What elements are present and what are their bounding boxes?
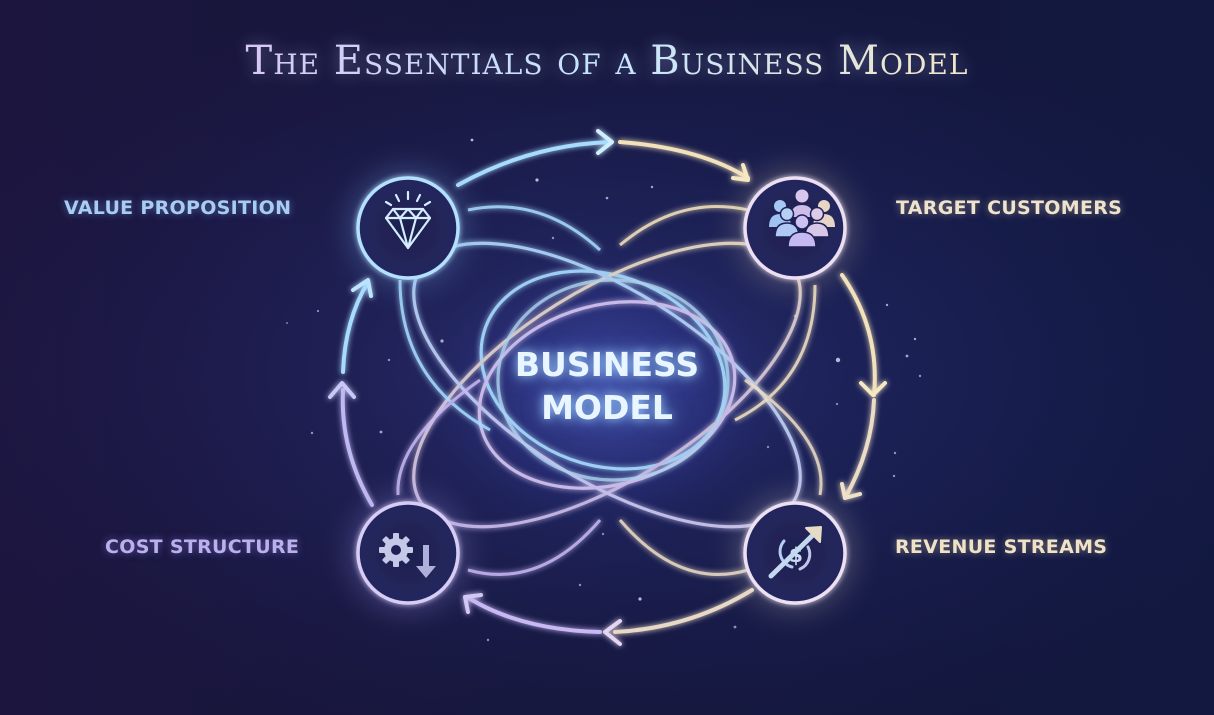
gear-down-arrow-icon [379,533,436,578]
inner-connectors [396,205,823,576]
center-title: BUSINESS MODEL [457,343,757,429]
arrow-bottom-2 [465,595,602,634]
diamond-icon [384,190,432,250]
arrow-right-1 [840,273,877,397]
arrow-left-1 [340,388,374,507]
node-cost-structure[interactable] [348,493,468,613]
arrow-left-2 [341,280,370,374]
arrow-top-2 [618,140,750,180]
people-group-icon [769,189,835,248]
arrow-top-1 [456,140,612,187]
label-value-proposition: VALUE PROPOSITION [64,197,292,219]
page-title: The Essentials of a Business Model [0,38,1214,84]
node-revenue-streams[interactable]: $ [735,493,855,613]
cycle-arrows [328,129,887,646]
dollar-growth-arrow-icon: $ [768,526,822,579]
center-glow [407,230,807,550]
arrow-right-2 [843,398,876,500]
label-cost-structure: COST STRUCTURE [105,536,300,558]
node-target-customers[interactable] [735,168,855,288]
label-revenue-streams: REVENUE STREAMS [895,536,1108,558]
center-title-line2: MODEL [541,388,673,427]
node-value-proposition[interactable] [348,168,468,288]
label-target-customers: TARGET CUSTOMERS [896,197,1123,219]
arrow-bottom-1 [613,588,754,634]
center-title-line1: BUSINESS [514,345,700,384]
